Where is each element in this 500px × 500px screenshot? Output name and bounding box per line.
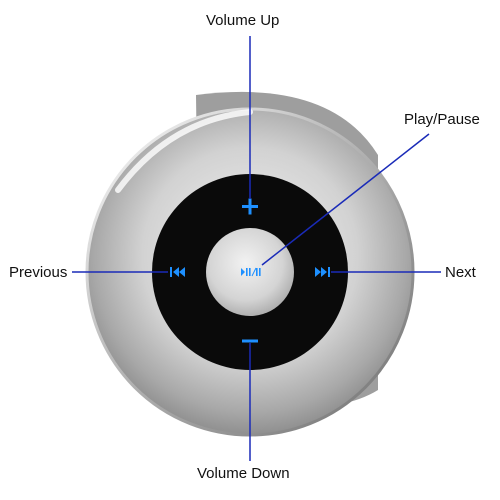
volume-down-label: Volume Down [197, 465, 290, 482]
next-button[interactable] [315, 267, 330, 277]
leader-lines [72, 36, 441, 461]
skip-next-icon [315, 267, 330, 277]
volume-up-label: Volume Up [206, 12, 280, 29]
play-pause-label: Play/Pause [404, 111, 480, 128]
previous-label: Previous [9, 264, 68, 281]
previous-button[interactable] [170, 267, 185, 277]
plus-icon [242, 198, 258, 215]
skip-previous-icon [170, 267, 185, 277]
leader-line-play-pause [261, 133, 430, 266]
play-pause-icon [241, 267, 261, 277]
speaker-highlight [115, 109, 253, 193]
next-label: Next [445, 264, 476, 281]
volume-up-button[interactable] [242, 198, 258, 215]
